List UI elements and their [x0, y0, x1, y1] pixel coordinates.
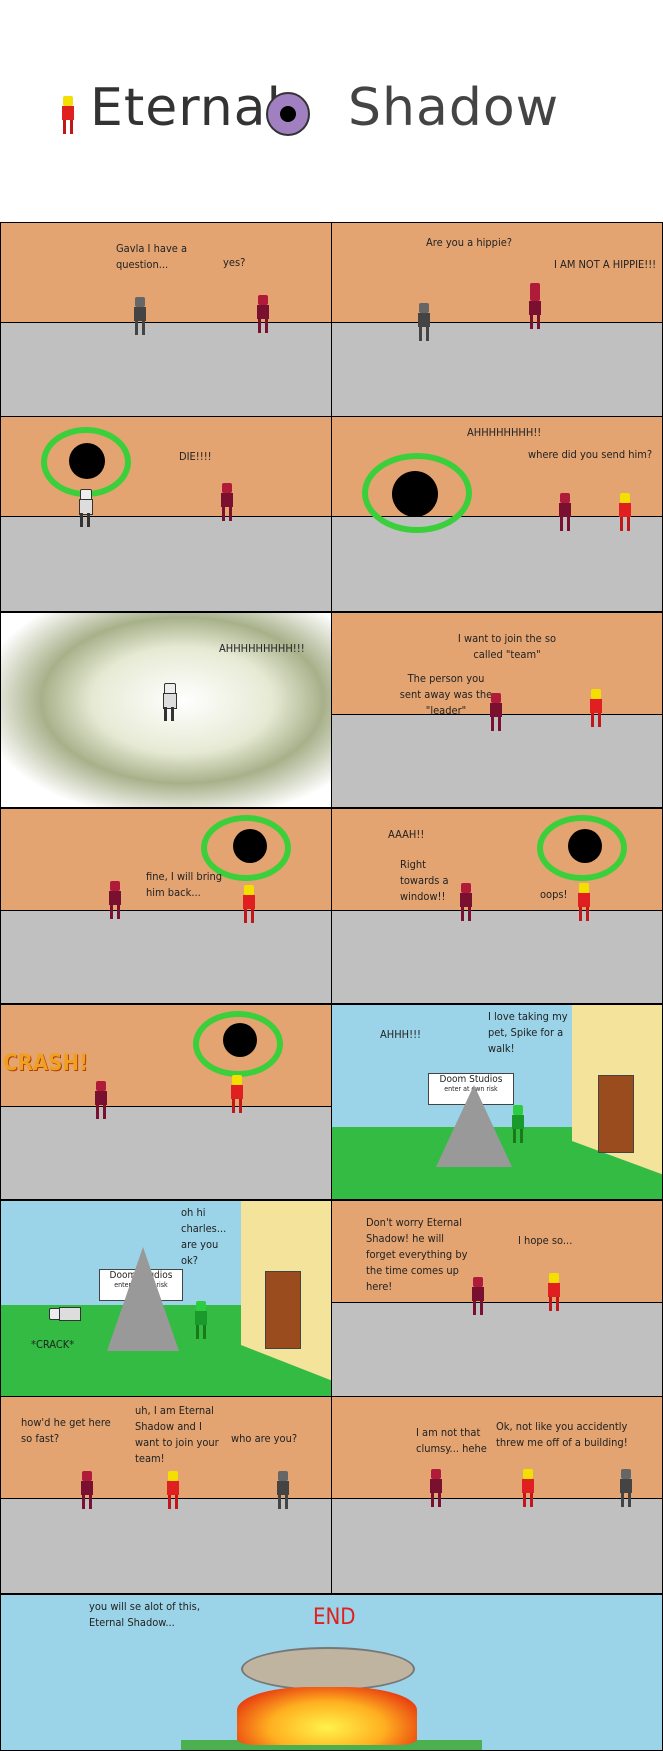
pyramid [107, 1247, 179, 1351]
panel-14-text-b: Ok, not like you accidently threw me off… [496, 1420, 628, 1449]
panel-6: I want to join the so called "team" The … [331, 612, 663, 808]
character-gold [165, 1471, 181, 1509]
character-red [488, 693, 504, 731]
character-red [458, 883, 474, 921]
black-hole [392, 471, 438, 517]
panel-15: you will se alot of this, Eternal Shadow… [0, 1594, 663, 1751]
panel-8-text-a: AAAH!! [388, 828, 425, 841]
panel-13-text-a: how'd he get here so fast? [21, 1416, 111, 1445]
character-red [107, 881, 123, 919]
character-gold [588, 689, 604, 727]
panel-2-text-b: I AM NOT A HIPPIE!!! [554, 258, 657, 271]
character-grey [132, 297, 148, 335]
panel-1-text-a: Gavla I have a question... [116, 242, 188, 271]
panel-13-text-b: uh, I am Eternal Shadow and I want to jo… [135, 1404, 219, 1465]
vortex-ring [201, 815, 291, 881]
panel-10-text-b: I love taking my pet, Spike for a walk! [488, 1010, 568, 1055]
black-hole [69, 443, 105, 479]
panel-12-text-a: Don't worry Eternal Shadow! he will forg… [366, 1216, 468, 1293]
character-red [255, 295, 271, 333]
title-left: Eternal [90, 78, 282, 138]
panel-13: how'd he get here so fast? uh, I am Eter… [0, 1396, 332, 1594]
character-gold [546, 1273, 562, 1311]
panel-4-text-a: AHHHHHHHH!! [467, 426, 542, 439]
panel-11: Doom Studios enter at own risk oh hi cha… [0, 1200, 332, 1398]
character-red [557, 493, 573, 531]
panel-4-text-b: where did you send him? [528, 448, 653, 461]
shadow-orb-icon [266, 92, 310, 136]
panel-6-text-a: I want to join the so called "team" [457, 632, 557, 661]
character-gold [241, 885, 257, 923]
black-hole [223, 1023, 257, 1057]
panel-10-text-a: AHHH!!! [380, 1028, 421, 1041]
panel-3-text-a: DIE!!!! [179, 450, 212, 463]
character-white [161, 683, 177, 721]
panel-14: I am not that clumsy... hehe Ok, not lik… [331, 1396, 663, 1594]
vortex-ring [537, 815, 627, 881]
character-white-fallen [49, 1305, 87, 1321]
character-red [93, 1081, 109, 1119]
panel-5: AHHHHHHHHH!!! [0, 612, 332, 808]
character-gold [229, 1075, 245, 1113]
character-red [219, 483, 235, 521]
panel-8-text-b: Right towards a window!! [400, 858, 449, 903]
comic-title: Eternal Shadow [0, 78, 663, 158]
panel-12-text-b: I hope so... [518, 1234, 573, 1247]
door [598, 1075, 634, 1153]
panel-8: AAAH!! Right towards a window!! oops! [331, 808, 663, 1004]
character-grey [618, 1469, 634, 1507]
vortex-ring [193, 1011, 283, 1077]
title-right: Shadow [348, 78, 560, 138]
black-hole [568, 829, 602, 863]
panel-5-text-a: AHHHHHHHHH!!! [219, 642, 305, 655]
panel-1-text-b: yes? [223, 256, 246, 269]
character-green [193, 1301, 209, 1339]
character-gold [576, 883, 592, 921]
character-grey [275, 1471, 291, 1509]
panel-11-text-b: *CRACK* [31, 1338, 75, 1351]
panel-15-text-a: you will se alot of this, Eternal Shadow… [89, 1600, 200, 1629]
panel-10: Doom Studios enter at own risk AHHH!!! I… [331, 1004, 663, 1200]
panel-9: CRASH! [0, 1004, 332, 1200]
studio-sign-title: Doom Studios [439, 1074, 503, 1085]
character-gold [520, 1469, 536, 1507]
character-red [470, 1277, 486, 1315]
panel-15-text-b: END [313, 1605, 356, 1630]
character-green [510, 1105, 526, 1143]
panel-8-text-c: oops! [540, 888, 568, 901]
panel-2: Are you a hippie? I AM NOT A HIPPIE!!! [331, 222, 663, 417]
character-grey [416, 303, 432, 341]
door [265, 1271, 301, 1349]
character-red [79, 1471, 95, 1509]
character-white [77, 489, 93, 527]
panel-6-text-b: The person you sent away was the "leader… [399, 672, 493, 717]
panel-14-text-a: I am not that clumsy... hehe [416, 1426, 487, 1455]
panel-9-text-a: CRASH! [3, 1051, 88, 1076]
panel-1: Gavla I have a question... yes? [0, 222, 332, 417]
panel-4: AHHHHHHHH!! where did you send him? [331, 416, 663, 612]
black-hole [233, 829, 267, 863]
panel-11-text-a: oh hi charles... are you ok? [181, 1206, 227, 1267]
pyramid [436, 1085, 512, 1167]
character-gold [617, 493, 633, 531]
panel-7: fine, I will bring him back... [0, 808, 332, 1004]
character-red [428, 1469, 444, 1507]
explosion-cloud [241, 1647, 415, 1691]
panel-7-text-a: fine, I will bring him back... [146, 870, 223, 899]
panel-13-text-c: who are you? [231, 1432, 298, 1445]
explosion-fire [237, 1687, 417, 1745]
title-figure-icon [60, 96, 76, 134]
panel-12: Don't worry Eternal Shadow! he will forg… [331, 1200, 663, 1398]
panel-2-text-a: Are you a hippie? [426, 236, 513, 249]
character-red-monster [527, 283, 543, 331]
vortex-ring [362, 453, 472, 533]
panel-3: DIE!!!! [0, 416, 332, 612]
